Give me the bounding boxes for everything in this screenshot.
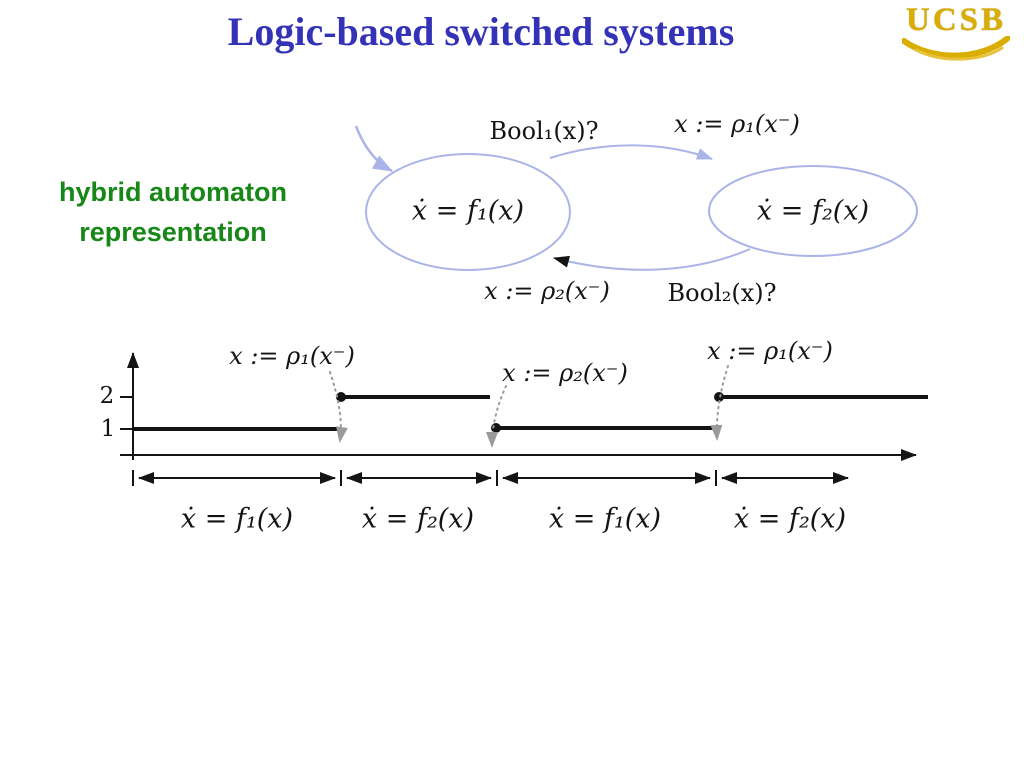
reset-dotted-arrow-1 [329,371,348,443]
guard2-label: Bool₂(x)? [667,279,777,307]
state1-label: ẋ = f₁(x) [411,195,525,227]
reset1-label: x := ρ₁(x⁻) [674,110,800,138]
y-tick-label-1: 1 [100,416,116,442]
state2-label: ẋ = f₂(x) [756,195,870,227]
annotation-line1: hybrid automaton [59,177,287,207]
interval-label-3: ẋ = f₁(x) [548,503,662,535]
transition-arrow-bottom [553,248,751,271]
reset2-label: x := ρ₂(x⁻) [484,277,610,305]
reset-dotted-arrow-3 [710,365,729,441]
transition-arrow-top [549,144,713,160]
reset-dotted-arrow-2 [486,385,507,448]
annotation-line2: representation [79,217,267,247]
guard1-label: Bool₁(x)? [489,117,599,145]
jump-label-1: x := ρ₁(x⁻) [229,342,355,370]
ucsb-logo-text: UCSB [905,2,1007,38]
ucsb-wave-icon [902,36,1010,61]
annotation: hybrid automaton representation [18,172,328,252]
interval-label-4: ẋ = f₂(x) [733,503,847,535]
jump-label-2: x := ρ₂(x⁻) [502,359,628,387]
state-ellipse-2 [708,165,918,257]
page-title: Logic-based switched systems [227,9,735,54]
state-ellipse-1 [365,153,571,271]
interval-label-2: ẋ = f₂(x) [361,503,475,535]
interval-label-1: ẋ = f₁(x) [180,503,294,535]
initial-arrow [354,125,394,173]
jump-label-3: x := ρ₁(x⁻) [707,337,833,365]
y-tick-label-2: 2 [99,383,115,409]
ucsb-logo: UCSB [900,4,1012,62]
